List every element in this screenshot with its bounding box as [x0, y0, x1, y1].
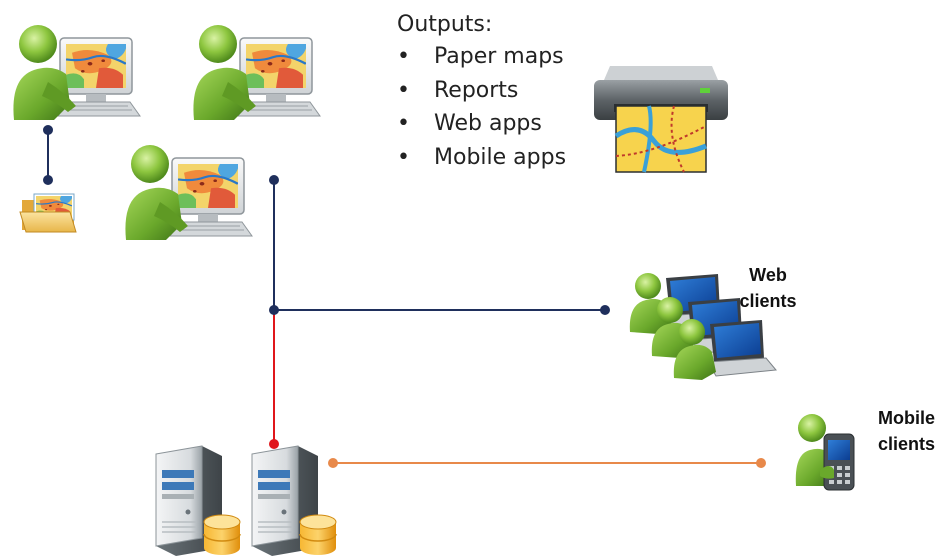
mobile-clients-node: [756, 458, 766, 468]
desktop-user-icon: [125, 145, 252, 240]
server-orange-node: [328, 458, 338, 468]
folder-maps-icon: [19, 193, 77, 233]
mobile-clients-label-line1: Mobile: [878, 408, 935, 428]
server-node: [269, 439, 279, 449]
output-item-web-apps: Web apps: [397, 107, 566, 141]
mobile-client-icon: [795, 414, 855, 491]
junction-node: [269, 305, 279, 315]
mobile-clients-label: Mobile clients: [878, 405, 935, 457]
web-clients-label-line1: Web: [749, 265, 787, 285]
outputs-list: Outputs: Paper maps Reports Web apps Mob…: [397, 10, 566, 174]
output-item-paper-maps: Paper maps: [397, 40, 566, 74]
connector-nodes: [43, 125, 766, 468]
output-item-mobile-apps: Mobile apps: [397, 141, 566, 175]
web-clients-node: [600, 305, 610, 315]
desktop-user-icon: [13, 25, 140, 120]
desktop-node: [269, 175, 279, 185]
folder-bottom-node: [43, 175, 53, 185]
folder-top-node: [43, 125, 53, 135]
printer-map-icon: [594, 66, 728, 173]
web-clients-label: Web clients: [722, 262, 814, 314]
connector-lines: [47, 130, 761, 464]
desktop-user-icon: [193, 25, 320, 120]
mobile-clients-label-line2: clients: [878, 434, 936, 454]
database-icon: [203, 514, 241, 556]
database-icon: [299, 514, 337, 556]
web-clients-label-line2: clients: [739, 291, 797, 311]
output-item-reports: Reports: [397, 74, 566, 108]
outputs-title: Outputs:: [397, 12, 493, 37]
